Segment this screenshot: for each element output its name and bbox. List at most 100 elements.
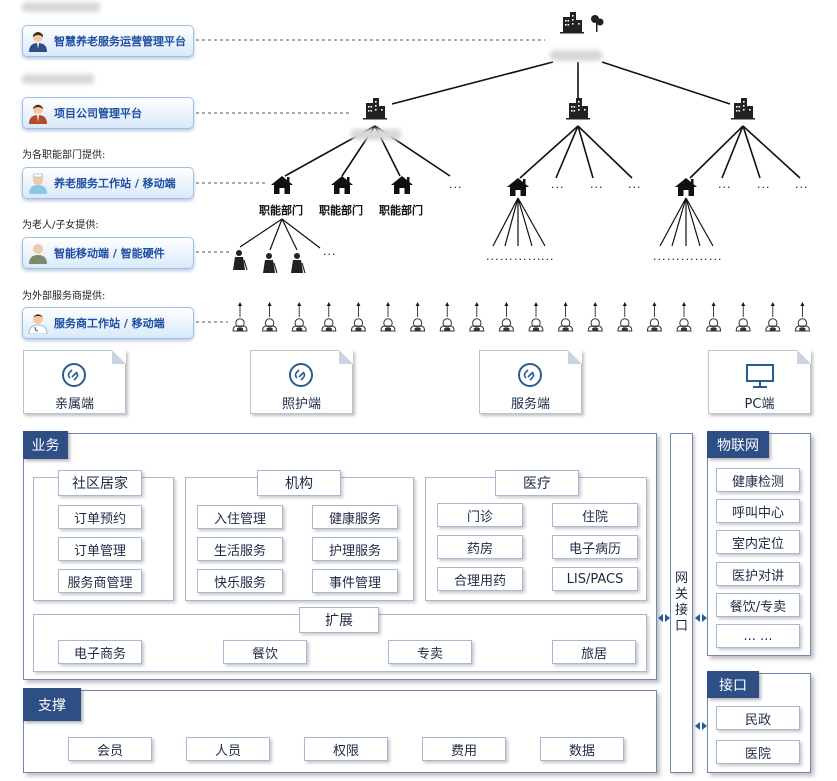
- sub-ellipsis: ...: [500, 250, 514, 263]
- more-chip[interactable]: ... ...: [716, 624, 800, 648]
- platform-service-station-label: 养老服务工作站 / 移动端: [54, 177, 176, 190]
- ecommerce-chip[interactable]: 电子商务: [58, 640, 142, 664]
- health-check-chip[interactable]: 健康检测: [716, 468, 800, 492]
- terminal-family[interactable]: 亲属端: [23, 350, 126, 414]
- platform-service-station[interactable]: 养老服务工作站 / 移动端: [22, 167, 194, 199]
- service-provider-icon: [232, 301, 248, 332]
- tree-ellipsis: ...: [628, 178, 642, 191]
- caption-departments: 为各职能部门提供:: [22, 150, 106, 161]
- redacted-caption-2: [22, 74, 94, 84]
- health-service-chip[interactable]: 健康服务: [312, 505, 398, 529]
- sub-ellipsis: ...: [709, 250, 723, 263]
- lis-pacs-chip[interactable]: LIS/PACS: [552, 567, 638, 591]
- inpatient-chip[interactable]: 住院: [552, 503, 638, 527]
- check-in-management-chip[interactable]: 入住管理: [197, 505, 283, 529]
- sub-ellipsis: ...: [667, 250, 681, 263]
- terminal-care[interactable]: 照护端: [250, 350, 353, 414]
- service-provider-icon: [291, 301, 307, 332]
- terminal-pc[interactable]: PC端: [708, 350, 811, 414]
- terminal-service[interactable]: 服务端: [479, 350, 582, 414]
- tree-connector: [659, 197, 687, 247]
- data-chip[interactable]: 数据: [540, 737, 624, 761]
- life-service-chip[interactable]: 生活服务: [197, 537, 283, 561]
- elder-person-icon: [262, 252, 278, 274]
- tree-ellipsis: ...: [449, 178, 463, 191]
- tree-ellipsis: ...: [795, 178, 809, 191]
- tree-icon: [591, 15, 604, 32]
- support-title: 支撑: [23, 688, 81, 721]
- redacted-top-caption: [22, 2, 100, 12]
- extension-title: 扩展: [299, 607, 379, 633]
- service-provider-icon: [794, 301, 810, 332]
- tree-ellipsis: ...: [590, 178, 604, 191]
- service-provider-icon: [380, 301, 396, 332]
- tree-connector: [689, 125, 744, 179]
- rational-drug-chip[interactable]: 合理用药: [437, 567, 523, 591]
- emr-chip[interactable]: 电子病历: [552, 535, 638, 559]
- specialty-store-chip[interactable]: 专卖: [388, 640, 472, 664]
- platform-operation[interactable]: 智慧养老服务运营管理平台: [22, 25, 194, 57]
- platform-provider-station[interactable]: 服务商工作站 / 移动端: [22, 307, 194, 339]
- service-provider-icon: [350, 301, 366, 332]
- department-house-icon: [391, 176, 413, 194]
- city-building-icon: [560, 12, 584, 34]
- sub-ellipsis: ...: [486, 250, 500, 263]
- member-chip[interactable]: 会员: [68, 737, 152, 761]
- link-icon: [289, 363, 313, 387]
- hospital-chip[interactable]: 医院: [716, 740, 800, 764]
- outpatient-chip[interactable]: 门诊: [437, 503, 523, 527]
- catering-store-chip[interactable]: 餐饮/专卖: [716, 593, 800, 617]
- tree-connector: [555, 125, 579, 179]
- company-building-icon: [566, 98, 590, 120]
- tree-connector: [492, 197, 519, 247]
- civil-affairs-chip[interactable]: 民政: [716, 706, 800, 730]
- tree-connector: [391, 61, 554, 105]
- call-center-chip[interactable]: 呼叫中心: [716, 499, 800, 523]
- happy-service-chip[interactable]: 快乐服务: [197, 569, 283, 593]
- service-provider-icon: [410, 301, 426, 332]
- link-icon: [518, 363, 542, 387]
- tree-connector: [721, 125, 744, 179]
- nursing-service-chip[interactable]: 护理服务: [312, 537, 398, 561]
- indoor-positioning-chip[interactable]: 室内定位: [716, 530, 800, 554]
- platform-company[interactable]: 项目公司管理平台: [22, 97, 194, 129]
- provider-management-chip[interactable]: 服务商管理: [58, 569, 142, 593]
- dept-label-3: 职能部门: [379, 204, 423, 217]
- department-house-icon: [675, 178, 697, 196]
- catering-chip[interactable]: 餐饮: [223, 640, 307, 664]
- company-building-icon: [363, 98, 387, 120]
- service-provider-icon: [262, 301, 278, 332]
- platform-smart-mobile-label: 智能移动端 / 智能硬件: [54, 247, 165, 260]
- sub-ellipsis: ...: [528, 250, 542, 263]
- elder-person-icon: [290, 252, 306, 274]
- community-title: 社区居家: [58, 470, 142, 496]
- travel-living-chip[interactable]: 旅居: [552, 640, 636, 664]
- gateway-arrows: [658, 614, 707, 730]
- nurse-intercom-chip[interactable]: 医护对讲: [716, 562, 800, 586]
- platform-smart-mobile[interactable]: 智能移动端 / 智能硬件: [22, 237, 194, 269]
- service-provider-icon: [321, 301, 337, 332]
- tree-connector: [685, 197, 714, 247]
- order-booking-chip[interactable]: 订单预约: [58, 505, 142, 529]
- service-provider-icon: [587, 301, 603, 332]
- department-house-icon: [271, 176, 293, 194]
- pharmacy-chip[interactable]: 药房: [437, 535, 523, 559]
- tree-connector: [577, 125, 594, 179]
- terminal-care-label: 照护端: [281, 397, 321, 412]
- tree-connector: [517, 197, 546, 247]
- company-building-icon: [731, 98, 755, 120]
- caption-providers: 为外部服务商提供:: [22, 291, 106, 302]
- permission-chip[interactable]: 权限: [304, 737, 388, 761]
- order-management-chip[interactable]: 订单管理: [58, 537, 142, 561]
- organization-tree: [196, 12, 810, 332]
- event-management-chip[interactable]: 事件管理: [312, 569, 398, 593]
- redacted-company-label: [351, 129, 401, 140]
- fee-chip[interactable]: 费用: [422, 737, 506, 761]
- link-icon: [62, 363, 86, 387]
- interface-title: 接口: [707, 671, 759, 698]
- tree-connector: [281, 218, 321, 249]
- service-provider-icon: [498, 301, 514, 332]
- tree-connector: [671, 197, 687, 247]
- tree-connector: [685, 197, 701, 247]
- personnel-chip[interactable]: 人员: [186, 737, 270, 761]
